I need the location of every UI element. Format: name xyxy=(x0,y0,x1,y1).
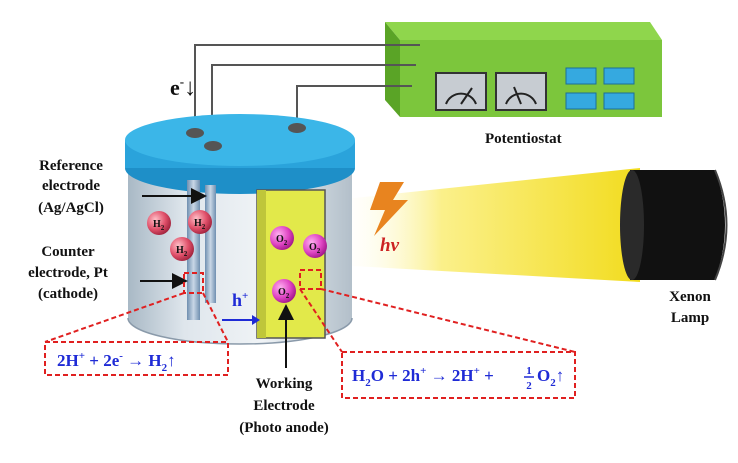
o2-label-3: O2 xyxy=(278,287,290,300)
xenon-label-line1: Xenon xyxy=(669,289,711,305)
o2-label-2: O2 xyxy=(309,242,321,255)
proton-label: h+ xyxy=(232,290,248,310)
h2-label-3: H2 xyxy=(176,245,188,258)
anode-equation-tail: O2↑ xyxy=(537,366,564,389)
reference-label-line2: electrode xyxy=(42,178,100,194)
lightning-icon xyxy=(370,182,408,236)
counter-label-line2: electrode, Pt xyxy=(28,265,108,281)
electron-label: e-↓ xyxy=(170,74,196,101)
counter-label-line1: Counter xyxy=(41,244,95,260)
electrochemical-cell xyxy=(125,114,355,345)
anode-equation: H2O + 2h+ → 2H+ + xyxy=(352,365,494,389)
h2-label-1: H2 xyxy=(153,219,165,232)
o2-molecules xyxy=(270,226,327,303)
light-beam xyxy=(335,168,640,282)
working-label-line3: (Photo anode) xyxy=(239,420,329,436)
fraction-numerator: 1 xyxy=(526,365,532,377)
wires xyxy=(194,44,420,138)
cathode-reaction-box xyxy=(44,341,229,376)
anode-reaction-box xyxy=(341,351,576,399)
pointer-arrows xyxy=(140,188,294,368)
potentiostat-label: Potentiostat xyxy=(485,131,562,147)
h2-label-2: H2 xyxy=(194,218,206,231)
h2-molecules xyxy=(147,210,212,261)
xenon-label-line2: Lamp xyxy=(671,310,709,326)
working-label-line1: Working xyxy=(256,376,313,392)
o2-label-1: O2 xyxy=(276,234,288,247)
cathode-equation: 2H+ + 2e- → H2↑ xyxy=(57,350,176,374)
light-label: hv xyxy=(380,235,400,256)
working-label-line2: Electrode xyxy=(253,398,315,414)
reference-label-line1: Reference xyxy=(39,158,103,174)
callout-markers xyxy=(44,269,576,399)
xenon-lamp xyxy=(620,169,728,281)
fraction-denominator: 2 xyxy=(526,380,532,392)
reference-label-line3: (Ag/AgCl) xyxy=(38,200,104,216)
counter-label-line3: (cathode) xyxy=(38,286,98,302)
potentiostat xyxy=(385,22,662,117)
